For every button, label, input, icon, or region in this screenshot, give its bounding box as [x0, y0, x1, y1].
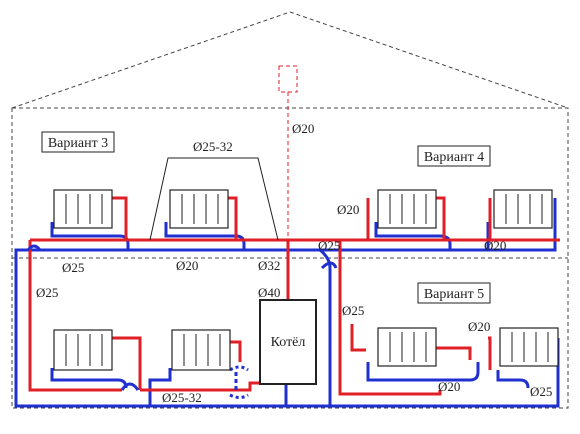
dimension-bracket — [149, 157, 279, 241]
boiler-label: Котёл — [271, 335, 306, 350]
dia-label: Ø20 — [484, 238, 506, 253]
radiator-v4-left — [377, 189, 437, 229]
dia-label: Ø20 — [468, 319, 490, 334]
variant-5-tag: Вариант 5 — [417, 282, 491, 304]
radiator-lower-left-1 — [53, 329, 113, 371]
boiler: Котёл — [259, 299, 317, 385]
variant-3-tag: Вариант 3 — [41, 131, 115, 153]
dia-label: Ø25 — [530, 384, 552, 399]
dia-label: Ø32 — [258, 258, 280, 273]
dia-label: Ø20 — [337, 202, 359, 217]
dia-label: Ø25 — [62, 260, 84, 275]
pipe-crossovers — [26, 244, 338, 399]
radiator-v5-left — [377, 327, 437, 367]
diameter-labels: Ø20 Ø25-32 Ø20 Ø25 Ø20 Ø25 Ø20 Ø32 Ø25 Ø… — [36, 121, 552, 405]
radiator-v4-right — [493, 189, 553, 229]
dia-label: Ø25-32 — [193, 139, 233, 154]
house-outline — [11, 11, 569, 409]
variant-4-label: Вариант 4 — [424, 150, 484, 165]
dia-label: Ø25-32 — [162, 390, 202, 405]
dia-label: Ø20 — [438, 379, 460, 394]
dia-label: Ø40 — [258, 285, 280, 300]
radiator-lower-left-2 — [171, 329, 231, 371]
variant-5-label: Вариант 5 — [424, 287, 484, 302]
variant-3-label: Вариант 3 — [48, 136, 108, 151]
dia-label: Ø25 — [318, 238, 340, 253]
dia-label: Ø25 — [36, 285, 58, 300]
radiator-v3-right — [169, 189, 229, 229]
radiator-v3-left — [53, 189, 113, 229]
dia-label: Ø20 — [292, 121, 314, 136]
radiator-v5-right — [499, 327, 559, 367]
dia-label: Ø20 — [176, 258, 198, 273]
variant-4-tag: Вариант 4 — [417, 145, 491, 167]
dia-label: Ø25 — [342, 303, 364, 318]
supply-pipes — [28, 196, 560, 396]
chimney — [278, 65, 298, 240]
